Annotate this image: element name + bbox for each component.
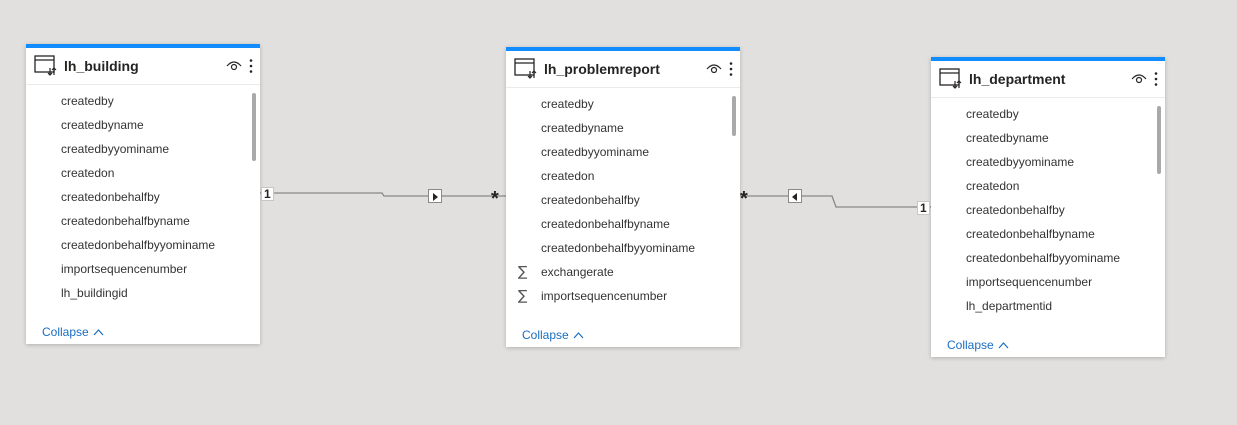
cardinality-one-label: 1 bbox=[261, 187, 274, 201]
arrow-right-icon bbox=[433, 193, 438, 201]
field-importsequencenumber[interactable]: importsequencenumber bbox=[966, 275, 1093, 289]
field-createdon[interactable]: createdon bbox=[61, 166, 115, 180]
field-createdon[interactable]: createdon bbox=[541, 169, 595, 183]
sigma-icon: ∑ bbox=[518, 264, 528, 280]
field-createdby[interactable]: createdby bbox=[61, 94, 114, 108]
chevron-up-icon bbox=[93, 328, 104, 335]
field-createdonbehalfby[interactable]: createdonbehalfby bbox=[541, 193, 640, 207]
scrollbar[interactable] bbox=[732, 96, 736, 136]
field-createdonbehalfbyname[interactable]: createdonbehalfbyname bbox=[61, 214, 190, 228]
arrow-left-icon bbox=[792, 193, 797, 201]
table-card-lh-department[interactable]: lh_department createdby createdbyname cr… bbox=[931, 57, 1165, 357]
cardinality-one-label: 1 bbox=[917, 201, 930, 215]
table-header[interactable]: lh_building bbox=[26, 48, 260, 85]
field-createdbyyominame[interactable]: createdbyyominame bbox=[966, 155, 1075, 169]
collapse-label: Collapse bbox=[522, 328, 569, 342]
field-list[interactable]: createdby createdbyname createdbyyominam… bbox=[506, 88, 740, 308]
chevron-up-icon bbox=[998, 341, 1009, 348]
collapse-label: Collapse bbox=[947, 338, 994, 352]
field-createdbyname[interactable]: createdbyname bbox=[61, 118, 144, 132]
table-header[interactable]: lh_problemreport bbox=[506, 51, 740, 88]
cardinality-many-label: * bbox=[491, 188, 499, 210]
eye-icon[interactable] bbox=[226, 60, 242, 72]
field-createdonbehalfbyyominame[interactable]: createdonbehalfbyyominame bbox=[966, 251, 1121, 265]
eye-icon[interactable] bbox=[1131, 73, 1147, 85]
field-createdby[interactable]: createdby bbox=[966, 107, 1019, 121]
table-icon bbox=[939, 68, 962, 89]
field-createdbyname[interactable]: createdbyname bbox=[966, 131, 1049, 145]
relationship-direction-button[interactable] bbox=[428, 189, 442, 203]
field-createdonbehalfbyyominame[interactable]: createdonbehalfbyyominame bbox=[61, 238, 216, 252]
field-createdonbehalfbyname[interactable]: createdonbehalfbyname bbox=[966, 227, 1095, 241]
field-createdbyyominame[interactable]: createdbyyominame bbox=[541, 145, 650, 159]
field-importsequencenumber[interactable]: importsequencenumber bbox=[61, 262, 188, 276]
chevron-up-icon bbox=[573, 331, 584, 338]
field-list[interactable]: createdby createdbyname createdbyyominam… bbox=[26, 85, 260, 305]
field-lh-buildingid[interactable]: lh_buildingid bbox=[61, 286, 128, 300]
relationship-line-problemreport-department bbox=[740, 195, 931, 208]
field-importsequencenumber[interactable]: ∑ importsequencenumber bbox=[506, 284, 740, 308]
collapse-link[interactable]: Collapse bbox=[522, 328, 584, 342]
field-createdonbehalfbyname[interactable]: createdonbehalfbyname bbox=[541, 217, 670, 231]
more-options-icon[interactable] bbox=[1153, 71, 1159, 87]
field-createdonbehalfby[interactable]: createdonbehalfby bbox=[966, 203, 1065, 217]
sigma-icon: ∑ bbox=[518, 288, 528, 304]
scrollbar[interactable] bbox=[252, 93, 256, 161]
more-options-icon[interactable] bbox=[728, 61, 734, 77]
cardinality-many-label: * bbox=[740, 188, 748, 210]
scrollbar[interactable] bbox=[1157, 106, 1161, 174]
eye-icon[interactable] bbox=[706, 63, 722, 75]
table-title: lh_problemreport bbox=[544, 61, 660, 77]
table-header[interactable]: lh_department bbox=[931, 61, 1165, 98]
table-title: lh_department bbox=[969, 71, 1066, 87]
table-icon bbox=[514, 58, 537, 79]
field-createdon[interactable]: createdon bbox=[966, 179, 1020, 193]
field-createdonbehalfbyyominame[interactable]: createdonbehalfbyyominame bbox=[541, 241, 696, 255]
field-lh-departmentid[interactable]: lh_departmentid bbox=[966, 299, 1053, 313]
relationship-line-building-problemreport bbox=[260, 192, 506, 197]
table-card-lh-problemreport[interactable]: lh_problemreport createdby createdbyname… bbox=[506, 47, 740, 347]
field-label: exchangerate bbox=[541, 265, 614, 279]
collapse-label: Collapse bbox=[42, 325, 89, 339]
field-label: importsequencenumber bbox=[541, 289, 668, 303]
more-options-icon[interactable] bbox=[248, 58, 254, 74]
field-createdonbehalfby[interactable]: createdonbehalfby bbox=[61, 190, 160, 204]
field-createdby[interactable]: createdby bbox=[541, 97, 594, 111]
collapse-link[interactable]: Collapse bbox=[42, 325, 104, 339]
table-icon bbox=[34, 55, 57, 76]
relationship-direction-button[interactable] bbox=[788, 189, 802, 203]
table-title: lh_building bbox=[64, 58, 139, 74]
field-list[interactable]: createdby createdbyname createdbyyominam… bbox=[931, 98, 1165, 318]
field-exchangerate[interactable]: ∑ exchangerate bbox=[506, 260, 740, 284]
table-card-lh-building[interactable]: lh_building createdby createdbyname crea… bbox=[26, 44, 260, 344]
field-createdbyyominame[interactable]: createdbyyominame bbox=[61, 142, 170, 156]
collapse-link[interactable]: Collapse bbox=[947, 338, 1009, 352]
field-createdbyname[interactable]: createdbyname bbox=[541, 121, 624, 135]
